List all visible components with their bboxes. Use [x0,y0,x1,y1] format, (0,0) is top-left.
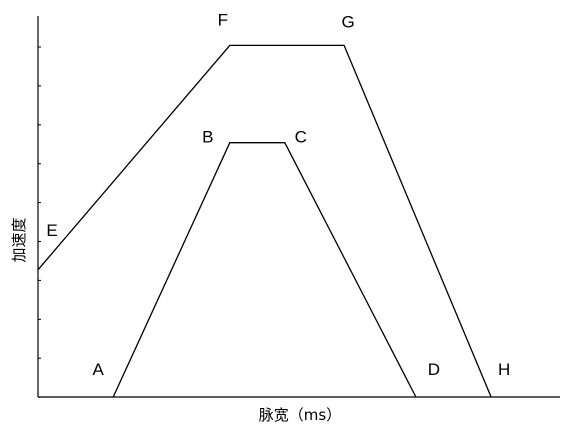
point-label-c: C [295,128,307,147]
point-label-f: F [218,10,228,29]
point-label-g: G [341,12,354,31]
series-layer [37,44,492,398]
point-label-layer: A B C D E F G H [46,10,510,379]
point-label-b: B [202,128,213,147]
x-axis-label: 脉宽（ms） [259,406,341,424]
point-label-h: H [498,360,510,379]
series-1-line [112,142,417,398]
series-2-line [37,44,492,398]
point-label-d: D [428,360,440,379]
y-axis-label: 加速度 [10,217,28,262]
point-label-e: E [46,221,57,240]
point-label-a: A [93,360,105,379]
